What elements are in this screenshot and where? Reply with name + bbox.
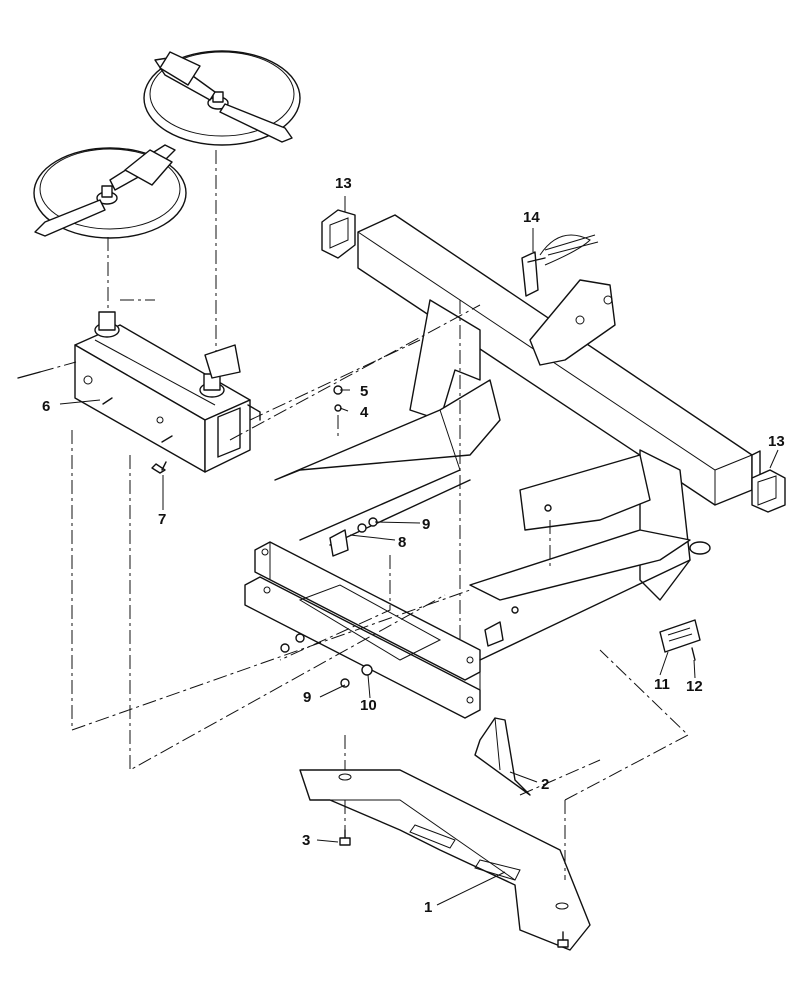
callout-1: 1 [424, 899, 432, 916]
end-cap-13-right [751, 469, 786, 513]
skid-plate-1 [299, 769, 591, 951]
deflector-2 [474, 717, 531, 796]
stud-6 [102, 397, 173, 443]
gearbox-housing [74, 311, 251, 473]
cutting-disc-lower [33, 144, 187, 239]
callout-7: 7 [158, 511, 166, 528]
callout-13-left: 13 [335, 175, 352, 192]
callout-6: 6 [42, 398, 50, 415]
washer-nut-set [280, 385, 552, 688]
data-plate-11 [659, 619, 701, 661]
cutting-disc-upper [143, 50, 301, 146]
callout-5: 5 [360, 383, 368, 400]
callout-labels: 1 2 3 4 5 6 7 8 9 9 10 11 12 13 13 14 [42, 175, 785, 916]
callout-4: 4 [360, 404, 369, 421]
callout-3: 3 [302, 832, 310, 849]
callout-12: 12 [686, 678, 703, 695]
callout-9-upper: 9 [422, 516, 430, 533]
bolt-7 [151, 461, 167, 474]
assembly-guide-lines [71, 300, 689, 880]
bolt-3 [339, 829, 569, 948]
main-frame [244, 214, 761, 719]
callout-leaders [59, 196, 779, 906]
callout-13-right: 13 [768, 433, 785, 450]
callout-10: 10 [360, 697, 377, 714]
callout-11: 11 [654, 676, 670, 693]
callout-9-lower: 9 [303, 689, 311, 706]
callout-14: 14 [523, 209, 540, 226]
callout-2: 2 [541, 776, 549, 793]
end-cap-13-left [321, 209, 356, 259]
hitch-pin-14 [521, 234, 599, 297]
callout-8: 8 [398, 534, 406, 551]
